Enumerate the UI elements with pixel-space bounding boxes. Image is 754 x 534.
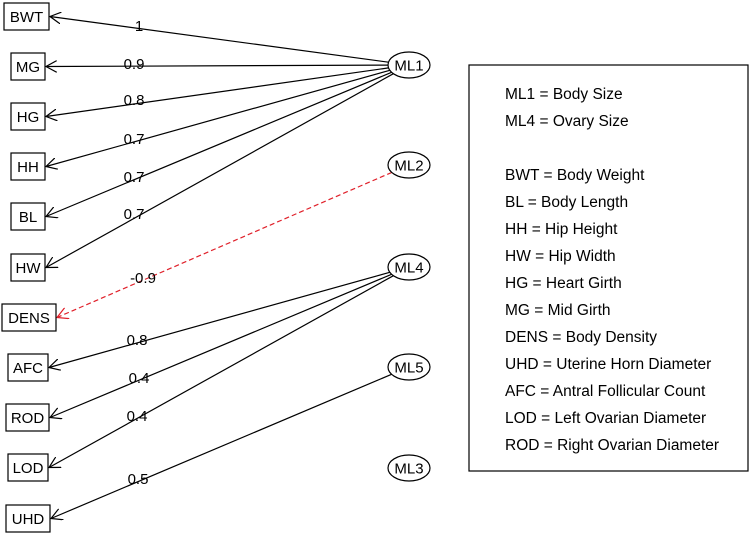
legend-factor-line: ML4 = Ovary Size	[505, 113, 629, 130]
variable-node-dens: DENS	[1, 303, 57, 332]
variable-box	[3, 2, 50, 31]
legend-text: ML1 = Body Size ML4 = Ovary Size BWT = B…	[505, 86, 719, 454]
path-ml4-rod	[50, 273, 392, 417]
factor-ellipse	[387, 51, 431, 79]
variable-node-hg: HG	[10, 102, 46, 131]
factor-label: ML4	[394, 260, 423, 277]
path-ml1-hw	[46, 73, 394, 268]
path-ml1-hh	[46, 69, 391, 166]
legend-variable-line: LOD = Left Ovarian Diameter	[505, 410, 706, 427]
legend-variable-line: HG = Heart Girth	[505, 275, 622, 292]
loading-label: 0.7	[124, 206, 145, 223]
variable-node-uhd: UHD	[5, 504, 51, 533]
variable-box	[10, 253, 46, 282]
variable-node-mg: MG	[10, 52, 46, 81]
loading-label: 0.8	[127, 332, 148, 349]
loading-label: 0.9	[124, 56, 145, 73]
legend-variable-line: DENS = Body Density	[505, 329, 657, 346]
variable-box	[5, 403, 50, 432]
variable-label: UHD	[12, 511, 45, 528]
path-ml4-lod	[49, 275, 394, 468]
variable-node-lod: LOD	[7, 453, 49, 482]
variable-box	[10, 152, 46, 181]
variables-layer: BWT MG HG HH BL HW DENS AFC ROD LOD UHD	[1, 2, 57, 533]
legend-variable-line: AFC = Antral Follicular Count	[505, 383, 706, 400]
variable-box	[5, 504, 51, 533]
variable-label: ROD	[11, 410, 45, 427]
variable-label: HH	[17, 159, 39, 176]
legend-variable-line: MG = Mid Girth	[505, 302, 611, 319]
loading-label: 0.4	[127, 408, 148, 425]
factor-node-ml5: ML5	[387, 353, 431, 381]
factor-node-ml1: ML1	[387, 51, 431, 79]
variable-box	[1, 303, 57, 332]
loading-label: 0.7	[124, 131, 145, 148]
variable-node-hh: HH	[10, 152, 46, 181]
loading-label: 0.4	[129, 370, 150, 387]
path-ml2-dens	[57, 171, 393, 317]
factor-label: ML3	[394, 461, 423, 478]
variable-box	[10, 52, 46, 81]
legend-box	[468, 64, 749, 472]
factor-label: ML2	[394, 158, 423, 175]
loading-label: -0.9	[130, 270, 156, 287]
legend-variable-line: ROD = Right Ovarian Diameter	[505, 437, 719, 454]
path-ml1-bwt	[50, 17, 389, 63]
variable-label: HG	[17, 109, 40, 126]
loading-label: 0.7	[124, 169, 145, 186]
variable-box	[10, 102, 46, 131]
paths-layer	[46, 17, 394, 519]
factor-node-ml2: ML2	[387, 151, 431, 179]
path-ml1-mg	[46, 65, 389, 66]
variable-label: LOD	[13, 460, 44, 477]
variable-node-bwt: BWT	[3, 2, 50, 31]
legend-factor-line: ML1 = Body Size	[505, 86, 623, 103]
variable-node-bl: BL	[10, 202, 46, 231]
factor-node-ml4: ML4	[387, 253, 431, 281]
variable-node-rod: ROD	[5, 403, 50, 432]
factor-label: ML1	[394, 58, 423, 75]
variable-node-hw: HW	[10, 253, 46, 282]
legend: ML1 = Body Size ML4 = Ovary Size BWT = B…	[468, 64, 749, 472]
factor-ellipse	[387, 454, 431, 482]
factor-ellipse	[387, 253, 431, 281]
path-ml1-bl	[46, 71, 392, 216]
variable-label: DENS	[8, 310, 50, 327]
variable-label: BL	[19, 209, 37, 226]
path-ml1-hg	[46, 67, 389, 117]
path-ml5-uhd	[51, 373, 392, 518]
variable-label: MG	[16, 59, 40, 76]
variable-box	[7, 353, 49, 382]
factor-node-ml3: ML3	[387, 454, 431, 482]
path-ml4-afc	[49, 271, 390, 367]
loading-label: 0.5	[128, 471, 149, 488]
legend-variable-line: UHD = Uterine Horn Diameter	[505, 356, 711, 373]
legend-variable-line: BL = Body Length	[505, 194, 628, 211]
variable-label: BWT	[10, 9, 43, 26]
factor-ellipse	[387, 353, 431, 381]
variable-box	[10, 202, 46, 231]
variable-label: HW	[16, 260, 42, 277]
legend-variable-line: BWT = Body Weight	[505, 167, 645, 184]
loading-label: 0.8	[124, 92, 145, 109]
factor-ellipse	[387, 151, 431, 179]
legend-variable-line: HW = Hip Width	[505, 248, 616, 265]
variable-label: AFC	[13, 360, 43, 377]
variable-box	[7, 453, 49, 482]
loading-labels-layer: 1 0.9 0.8 0.7 0.7 0.7 -0.9 0.8 0.4 0.4 0.5	[124, 18, 156, 488]
factor-label: ML5	[394, 360, 423, 377]
variable-node-afc: AFC	[7, 353, 49, 382]
legend-variable-line: HH = Hip Height	[505, 221, 618, 238]
loading-label: 1	[135, 18, 143, 35]
